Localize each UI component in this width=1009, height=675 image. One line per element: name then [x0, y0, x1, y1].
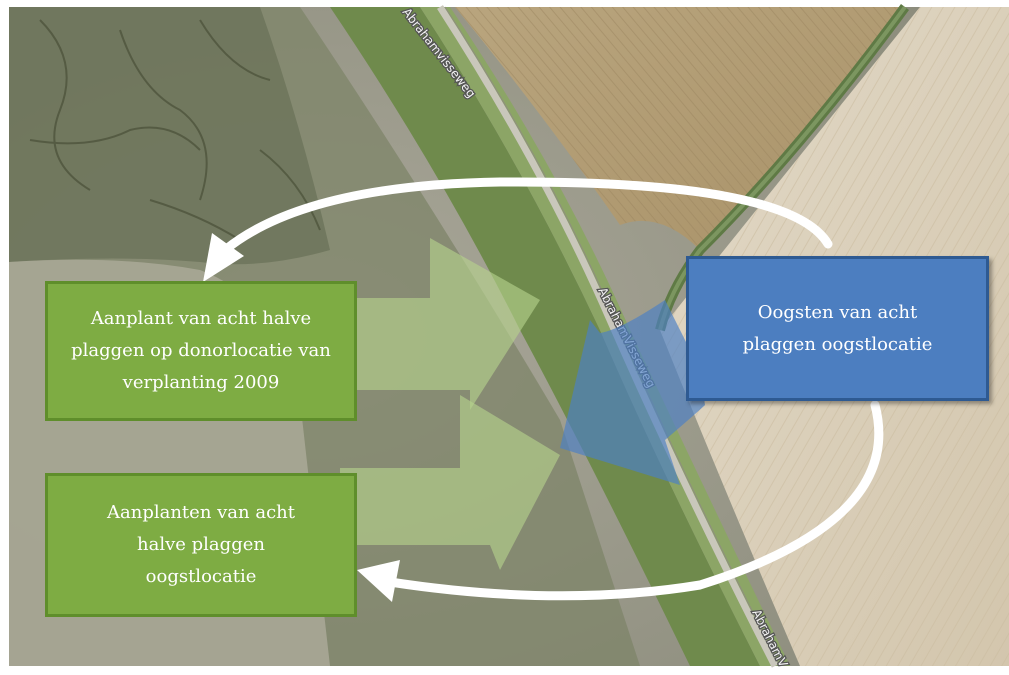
arrow-harvest — [560, 300, 705, 485]
cycle-arrow-bottom-head — [357, 560, 400, 602]
box-harvest-planting-text: Aanplanten van acht halve plaggen oogstl… — [107, 502, 295, 587]
road — [437, 5, 779, 668]
arrow-harvest-planting — [340, 395, 560, 570]
box-harvest: Oogsten van acht plaggen oogstlocatie — [686, 256, 989, 401]
box-donor-planting-text: Aanplant van acht halve plaggen op donor… — [71, 308, 331, 393]
arrow-donor — [330, 238, 540, 410]
box-harvest-text: Oogsten van acht plaggen oogstlocatie — [742, 301, 933, 355]
box-donor-planting: Aanplant van acht halve plaggen op donor… — [45, 281, 357, 421]
cycle-arrow-bottom — [385, 400, 884, 601]
cycle-arrow-top-head — [203, 233, 244, 282]
box-harvest-planting: Aanplanten van acht halve plaggen oogstl… — [45, 473, 357, 617]
dike — [330, 7, 760, 666]
cycle-arrow-top — [220, 177, 833, 255]
